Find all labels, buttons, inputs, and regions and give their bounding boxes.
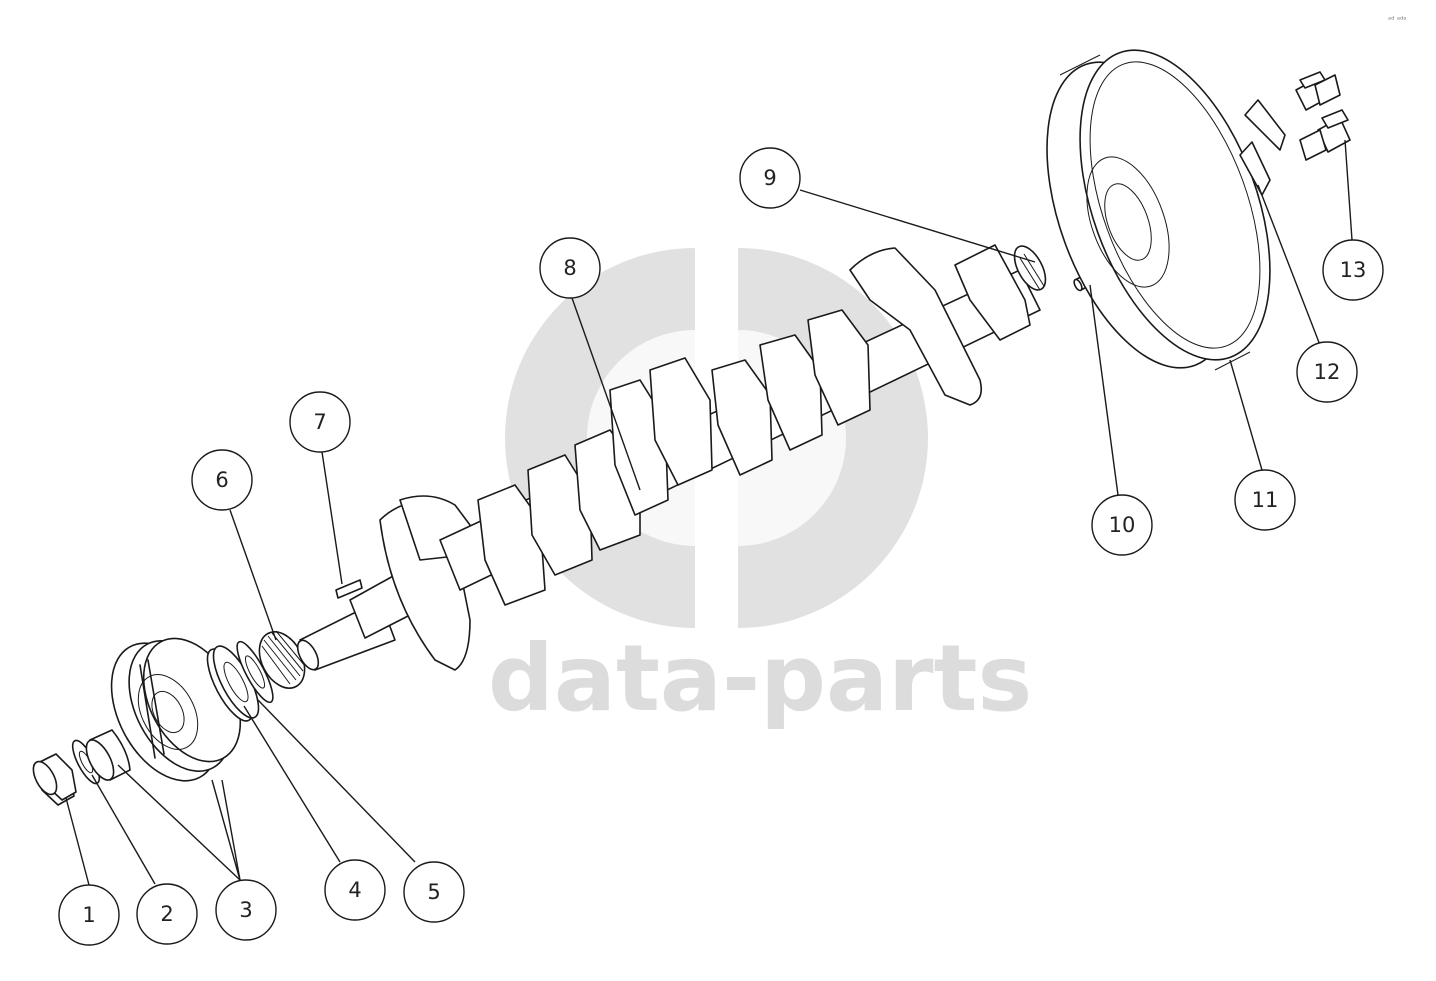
callout-11: 11 — [1234, 469, 1296, 531]
callout-13-label: 13 — [1340, 258, 1367, 282]
callout-5: 5 — [403, 861, 465, 923]
callout-10-label: 10 — [1109, 513, 1136, 537]
callout-8-label: 8 — [563, 256, 576, 280]
callout-5-label: 5 — [427, 880, 440, 904]
part-12-lock-plates — [1239, 99, 1286, 196]
callout-12: 12 — [1296, 341, 1358, 403]
callout-6-label: 6 — [215, 468, 228, 492]
leader-lines — [65, 139, 1353, 886]
callout-4: 4 — [324, 859, 386, 921]
part-8-crankshaft — [296, 244, 1047, 671]
callout-2-label: 2 — [160, 902, 173, 926]
callout-10: 10 — [1091, 494, 1153, 556]
callout-7-label: 7 — [313, 410, 326, 434]
corner-mark: ᵃᵈ ᵃᵈᵃ — [1388, 15, 1406, 24]
part-7-key — [335, 579, 363, 599]
part-13-bolts — [1295, 71, 1351, 161]
part-1-hex-nut — [32, 753, 77, 806]
callout-8: 8 — [539, 237, 601, 299]
callout-1: 1 — [58, 884, 120, 946]
callout-9: 9 — [739, 147, 801, 209]
callout-1-label: 1 — [82, 903, 95, 927]
part-11-flywheel — [1046, 49, 1271, 371]
callout-6: 6 — [191, 449, 253, 511]
callout-13: 13 — [1322, 239, 1384, 301]
part-4-seal-ring — [206, 645, 260, 722]
callout-12-label: 12 — [1314, 360, 1341, 384]
callout-2: 2 — [136, 883, 198, 945]
watermark-text: data-parts — [488, 625, 1032, 732]
callout-11-label: 11 — [1252, 488, 1279, 512]
callout-7: 7 — [289, 391, 351, 453]
callout-3: 3 — [215, 879, 277, 941]
callout-3-label: 3 — [239, 898, 252, 922]
callout-9-label: 9 — [763, 166, 776, 190]
callout-4-label: 4 — [348, 878, 361, 902]
